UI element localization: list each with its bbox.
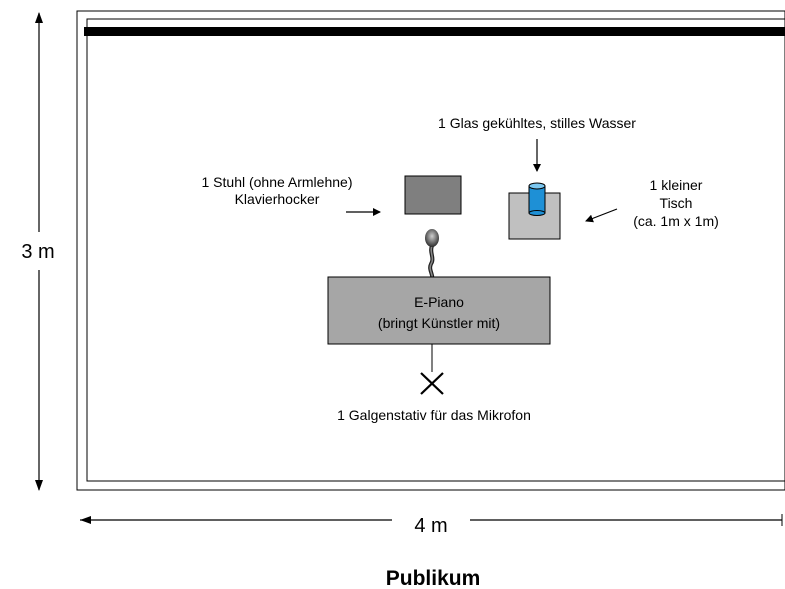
width-dimension: 4 m [80, 514, 783, 537]
back-wall [84, 27, 785, 36]
width-label: 4 m [414, 515, 447, 537]
glass-label: 1 Glas gekühltes, stilles Wasser [438, 115, 636, 131]
glass-icon [528, 182, 546, 216]
e-piano: E-Piano (bringt Künstler mit) [327, 276, 551, 345]
small-table [508, 182, 561, 240]
piano-label-line1: E-Piano [414, 294, 464, 310]
mic-stand-label: 1 Galgenstativ für das Mikrofon [337, 407, 531, 423]
microphone-icon [425, 229, 439, 282]
table-label-line3: (ca. 1m x 1m) [633, 213, 719, 229]
glass-group: 1 Glas gekühltes, stilles Wasser [438, 115, 636, 172]
piano-label-line2: (bringt Künstler mit) [378, 315, 500, 331]
table-label-line2: Tisch [660, 195, 693, 211]
mic-stand-x-icon [420, 372, 444, 395]
chair-label-line2: Klavierhocker [235, 191, 320, 207]
mic-stand: 1 Galgenstativ für das Mikrofon [337, 344, 531, 423]
chair-shape [404, 175, 462, 215]
table-label-group: 1 kleiner Tisch (ca. 1m x 1m) [585, 177, 719, 229]
height-label: 3 m [21, 241, 54, 263]
stage-outline [76, 10, 785, 491]
table-label-line1: 1 kleiner [650, 177, 703, 193]
audience-label: Publikum [386, 567, 481, 589]
piano-shape [327, 276, 551, 345]
height-dimension: 3 m [21, 12, 55, 491]
chair-label-line1: 1 Stuhl (ohne Armlehne) [202, 174, 353, 190]
chair-group: 1 Stuhl (ohne Armlehne) Klavierhocker [202, 174, 462, 216]
